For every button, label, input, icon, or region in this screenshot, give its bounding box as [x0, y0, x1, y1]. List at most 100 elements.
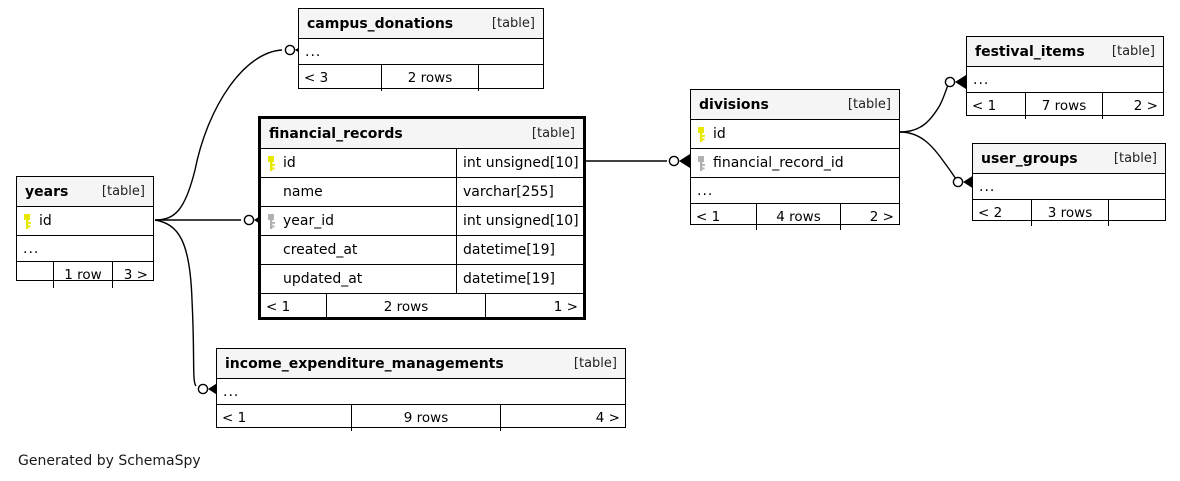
- table-title: years: [25, 183, 69, 200]
- footer-row-count: 4 rows: [756, 204, 841, 230]
- table-header-income_expenditure_managements[interactable]: income_expenditure_managements [table]: [217, 349, 625, 379]
- table-title: divisions: [699, 96, 769, 113]
- table-column-row[interactable]: name varchar[255]: [261, 178, 583, 207]
- footer-row-count: 7 rows: [1025, 93, 1103, 119]
- relationship-years-to-income_expenditure_managements: [154, 219, 219, 396]
- table-footer-years: 1 row 3 >: [17, 262, 153, 288]
- table-kind-label: [table]: [847, 97, 891, 112]
- table-header-campus_donations[interactable]: campus_donations[table]: [299, 9, 543, 39]
- table-title: income_expenditure_managements: [225, 355, 504, 372]
- footer-prev-link[interactable]: < 1: [266, 299, 291, 315]
- table-column-row[interactable]: id: [691, 120, 899, 149]
- column-name-label: id: [713, 126, 726, 142]
- table-column-row[interactable]: year_id int unsigned[10]: [261, 207, 583, 236]
- table-kind-label: [table]: [531, 126, 575, 141]
- table-node-divisions[interactable]: divisions [table] id financial_record_id...…: [690, 89, 900, 230]
- table-column-row[interactable]: id: [17, 207, 153, 236]
- column-name-cell: name: [261, 178, 456, 206]
- table-node-years[interactable]: years[table]id...1 row 3 >: [16, 176, 154, 288]
- relationship-divisions-to-user_groups: [899, 131, 974, 189]
- no-key-spacer: [267, 185, 276, 200]
- table-node-campus_donations[interactable]: campus_donations[table]... < 3 2 rows: [298, 8, 544, 91]
- table-column-row[interactable]: financial_record_id: [691, 149, 899, 178]
- table-more-columns-row[interactable]: ...: [967, 67, 1163, 93]
- table-header-user_groups[interactable]: user_groups[table]: [973, 144, 1165, 174]
- column-name-label: financial_record_id: [713, 155, 844, 171]
- table-node-income_expenditure_managements[interactable]: income_expenditure_managements [table]...…: [216, 348, 626, 431]
- footer-next-link[interactable]: 3 >: [123, 267, 148, 283]
- footer-row-count: 2 rows: [326, 294, 486, 320]
- relationship-years-to-financial_records: [155, 213, 265, 227]
- cardinality-circle-icon: [284, 44, 296, 56]
- column-name-label: id: [283, 155, 296, 171]
- column-type-cell: datetime[19]: [456, 265, 583, 293]
- column-name-cell: id: [17, 207, 153, 235]
- table-title: financial_records: [269, 125, 403, 142]
- table-more-columns-row[interactable]: ...: [691, 178, 899, 204]
- no-key-spacer: [267, 272, 276, 287]
- table-footer-campus_donations: < 3 2 rows: [299, 65, 543, 91]
- table-more-columns-row[interactable]: ...: [217, 379, 625, 405]
- column-name-cell: id: [261, 149, 456, 177]
- no-key-spacer: [267, 243, 276, 258]
- foreign-key-icon: [267, 213, 276, 229]
- table-header-years[interactable]: years[table]: [17, 177, 153, 207]
- primary-key-icon: [23, 213, 32, 229]
- footer-prev-link[interactable]: < 1: [222, 410, 247, 426]
- footer-prev-link[interactable]: < 3: [304, 70, 329, 86]
- footer-row-count: 9 rows: [351, 405, 501, 431]
- footer-next-link[interactable]: 1 >: [553, 299, 578, 315]
- column-name-cell: id: [691, 120, 899, 148]
- footer-next-link[interactable]: 2 >: [1133, 98, 1158, 114]
- table-kind-label: [table]: [573, 356, 617, 371]
- footer-row-count: 2 rows: [381, 65, 479, 91]
- primary-key-icon: [697, 126, 706, 142]
- footer-next-link[interactable]: 4 >: [595, 410, 620, 426]
- column-name-cell: financial_record_id: [691, 149, 899, 177]
- column-type-cell: int unsigned[10]: [456, 207, 583, 235]
- table-kind-label: [table]: [1113, 151, 1157, 166]
- column-name-label: year_id: [283, 213, 335, 229]
- table-header-divisions[interactable]: divisions [table]: [691, 90, 899, 120]
- footer-next-link[interactable]: [1109, 200, 1165, 226]
- table-header-festival_items[interactable]: festival_items [table]: [967, 37, 1163, 67]
- cardinality-circle-icon: [197, 383, 209, 395]
- footer-prev-link[interactable]: < 2: [978, 205, 1003, 221]
- primary-key-icon: [267, 155, 276, 171]
- table-more-columns-row[interactable]: ...: [17, 236, 153, 262]
- table-kind-label: [table]: [491, 16, 535, 31]
- table-header-financial_records[interactable]: financial_records [table]: [261, 119, 583, 149]
- table-kind-label: [table]: [1111, 44, 1155, 59]
- footer-prev-link[interactable]: [17, 262, 53, 288]
- schemaspy-credit: Generated by SchemaSpy: [18, 453, 201, 469]
- footer-row-count: 3 rows: [1031, 200, 1109, 226]
- table-title: festival_items: [975, 43, 1085, 60]
- table-footer-user_groups: < 2 3 rows: [973, 200, 1165, 226]
- relationship-line: [899, 131, 957, 180]
- table-more-columns-row[interactable]: ...: [973, 174, 1165, 200]
- table-node-user_groups[interactable]: user_groups[table]... < 2 3 rows: [972, 143, 1166, 226]
- relationship-financial_records-to-divisions: [586, 154, 690, 168]
- cardinality-circle-icon: [668, 155, 680, 167]
- column-name-cell: created_at: [261, 236, 456, 264]
- column-name-cell: updated_at: [261, 265, 456, 293]
- table-node-festival_items[interactable]: festival_items [table]... < 1 7 rows 2 >: [966, 36, 1164, 119]
- footer-prev-link[interactable]: < 1: [972, 98, 997, 114]
- column-name-label: name: [283, 184, 323, 200]
- column-name-label: created_at: [283, 242, 358, 258]
- table-footer-festival_items: < 1 7 rows 2 >: [967, 93, 1163, 119]
- column-name-cell: year_id: [261, 207, 456, 235]
- crows-foot-arrow-icon: [679, 154, 690, 168]
- table-more-columns-row[interactable]: ...: [299, 39, 543, 65]
- footer-prev-link[interactable]: < 1: [696, 209, 721, 225]
- footer-row-count: 1 row: [53, 262, 113, 288]
- column-type-cell: varchar[255]: [456, 178, 583, 206]
- footer-next-link[interactable]: [479, 65, 543, 91]
- footer-next-link[interactable]: 2 >: [869, 209, 894, 225]
- cardinality-circle-icon: [243, 214, 255, 226]
